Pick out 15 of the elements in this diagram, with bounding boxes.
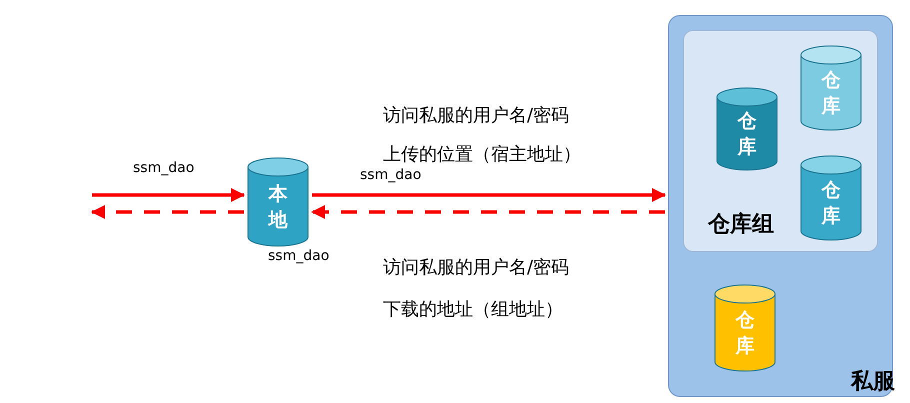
panel-title: 仓库组 [708, 210, 774, 239]
annotation-text: 上传的位置（宿主地址） [383, 143, 581, 166]
annotation-text: 下载的地址（组地址） [383, 298, 563, 321]
server-panel [668, 15, 893, 397]
annotation-text: 访问私服的用户名/密码 [383, 104, 570, 127]
annotation-text: 访问私服的用户名/密码 [383, 256, 570, 279]
dashed-arrow [91, 205, 244, 219]
arrow [92, 188, 245, 202]
file-label: ssm_dao [360, 167, 422, 183]
file-label: ssm_dao [133, 160, 194, 176]
panel-title: 私服 [851, 368, 895, 396]
arrow [312, 188, 666, 202]
dashed-arrow [311, 205, 665, 219]
group-panel [683, 30, 878, 252]
file-label: ssm_dao [268, 248, 330, 264]
